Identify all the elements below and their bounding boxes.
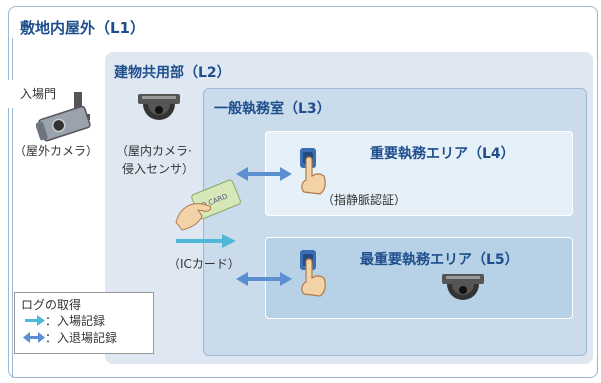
finger-vein-reader-l5-icon: [300, 250, 326, 297]
indoor-camera-label-line1: （屋内カメラ·: [116, 144, 192, 158]
outdoor-camera-icon: [36, 92, 91, 142]
zone-l4-title: 重要執務エリア（L4）: [370, 146, 515, 162]
zone-l2-title: 建物共用部（L2）: [114, 65, 231, 81]
zone-l5-title: 最重要執務エリア（L5）: [360, 252, 519, 268]
legend-entry-label: ：入場記録: [45, 314, 106, 328]
dome-camera-icon: [138, 94, 180, 120]
zone-l1-left-edge: [12, 38, 13, 378]
entry-exit-arrow-l4-icon: [236, 167, 292, 181]
legend-entry-exit-row: ：入退場記録: [15, 329, 153, 346]
entry-arrow-icon: [176, 234, 236, 248]
legend: ログの取得 ：入場記録 ：入退場記録: [14, 292, 154, 354]
legend-entry-exit-label: ：入退場記録: [45, 331, 118, 345]
id-card-hand-icon: ID CARD: [175, 179, 241, 231]
outdoor-camera-label: （屋外カメラ）: [14, 144, 99, 158]
finger-vein-label: （指静脈認証）: [322, 193, 407, 207]
legend-title: ログの取得: [21, 298, 82, 312]
finger-vein-reader-icon: [300, 148, 326, 195]
legend-entry-exit-arrow-icon: [23, 332, 45, 343]
ic-card-label: （ICカード）: [168, 257, 240, 271]
zone-l3-title: 一般執務室（L3）: [214, 101, 331, 117]
legend-entry-row: ：入場記録: [15, 312, 153, 329]
legend-entry-arrow-icon: [25, 315, 45, 326]
indoor-camera-label-line2: 侵入センサ）: [122, 162, 195, 176]
dome-camera-l5-icon: [442, 274, 484, 300]
zone-l1-title: 敷地内屋外（L1）: [20, 19, 145, 37]
gate-label: 入場門: [20, 87, 57, 101]
entry-exit-arrow-l5-icon: [236, 272, 292, 286]
